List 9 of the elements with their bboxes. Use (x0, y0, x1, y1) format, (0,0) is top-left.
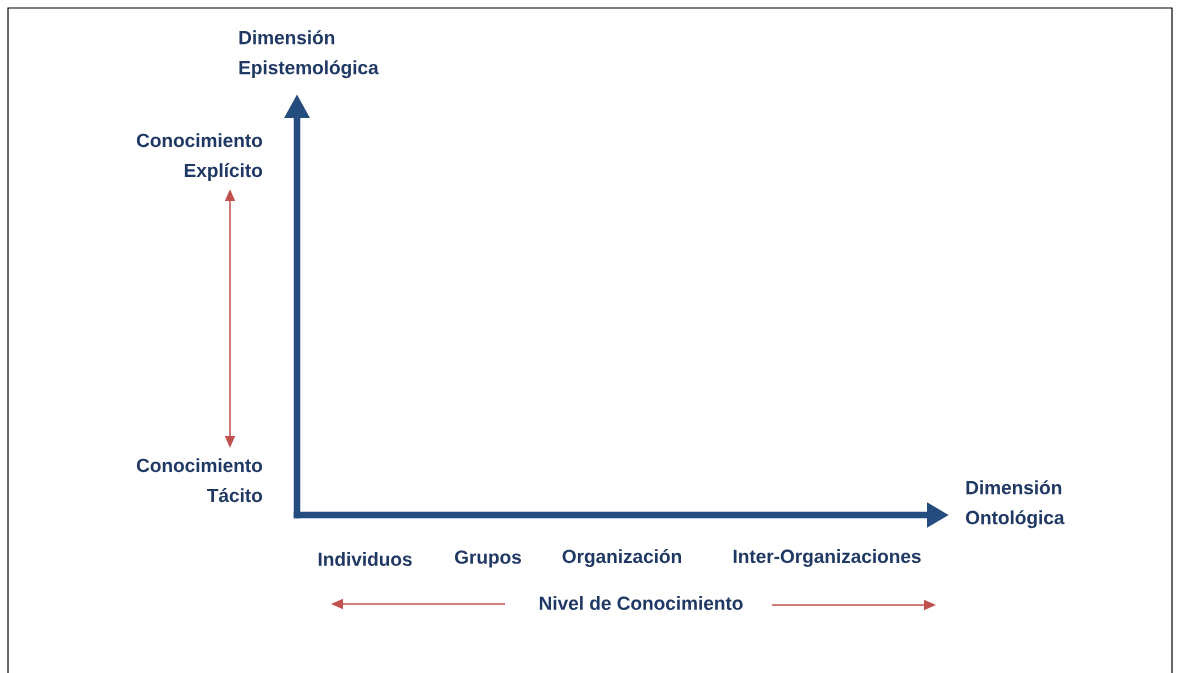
axis-label: Organización (562, 549, 681, 567)
axis-label: Inter-Organizaciones (733, 549, 921, 567)
axis-label: Nivel de Conocimiento (539, 596, 743, 610)
axis-label: Dimensión Epistemológica (239, 30, 379, 79)
axis-label: Dimensión Ontológica (966, 480, 1065, 529)
text-label: Conocimiento Tácito (136, 458, 263, 503)
axis-label: Grupos (455, 550, 521, 568)
text-label: Conocimiento Explícito (136, 133, 263, 181)
axis-label: Individuos (318, 552, 412, 566)
